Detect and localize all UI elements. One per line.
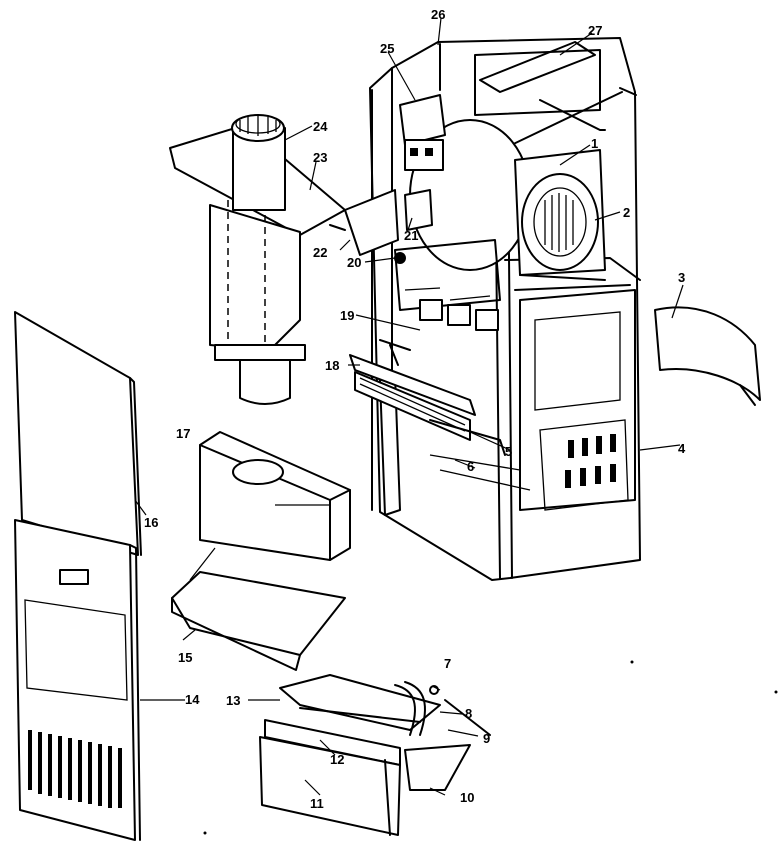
callout-16: 16 (144, 515, 158, 530)
blower-assembly (409, 119, 606, 281)
callout-26: 26 (431, 7, 445, 22)
callout-8: 8 (465, 706, 472, 721)
callout-22: 22 (313, 245, 327, 260)
callout-3: 3 (678, 270, 685, 285)
callout-11: 11 (310, 796, 324, 811)
callout-labels: 1 2 3 4 5 6 7 8 9 10 11 12 13 14 15 16 1… (144, 7, 686, 811)
callout-15: 15 (178, 650, 192, 665)
lower-burner-assembly (259, 674, 491, 836)
callout-10: 10 (460, 790, 474, 805)
callout-24: 24 (313, 119, 328, 134)
callout-4: 4 (678, 441, 686, 456)
part-3-shield (654, 306, 761, 406)
control-components (394, 94, 501, 331)
part-16-panel (14, 311, 142, 556)
callout-20: 20 (347, 255, 361, 270)
callout-17: 17 (176, 426, 190, 441)
flue-assembly (169, 114, 399, 405)
callout-23: 23 (313, 150, 327, 165)
callout-14: 14 (185, 692, 200, 707)
callout-18: 18 (325, 358, 339, 373)
part-17-duct (199, 431, 351, 561)
callout-19: 19 (340, 308, 354, 323)
callout-27: 27 (588, 23, 602, 38)
callout-2: 2 (623, 205, 630, 220)
leader-lines (134, 17, 684, 796)
callout-1: 1 (591, 136, 598, 151)
callout-9: 9 (483, 731, 490, 746)
callout-13: 13 (226, 693, 240, 708)
callout-5: 5 (505, 444, 512, 459)
callout-6: 6 (467, 459, 474, 474)
callout-7: 7 (444, 656, 451, 671)
part-15-tray (171, 547, 346, 671)
part-14-door (14, 519, 141, 841)
callout-12: 12 (330, 752, 344, 767)
callout-21: 21 (404, 228, 418, 243)
callout-25: 25 (380, 41, 394, 56)
